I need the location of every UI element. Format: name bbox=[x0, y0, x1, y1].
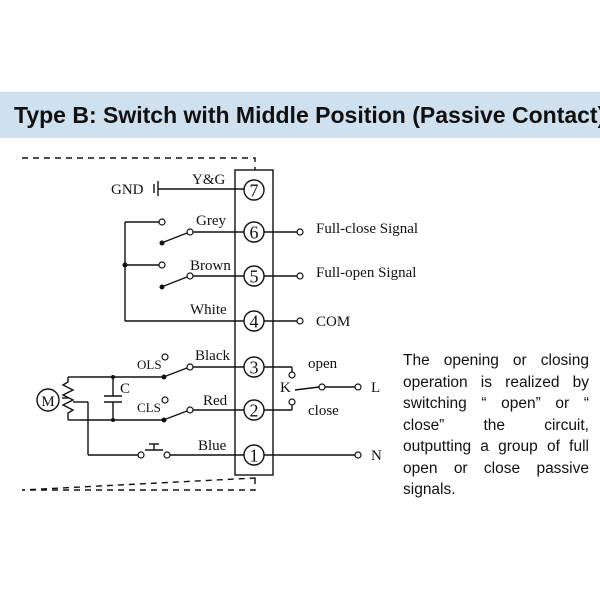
signal-switches: Grey Brown White bbox=[122, 213, 244, 322]
terminal-4: 4 bbox=[243, 310, 265, 332]
motor-icon bbox=[36, 388, 60, 412]
k-switch-label: K bbox=[280, 380, 291, 396]
terminal-2: 2 bbox=[243, 399, 265, 421]
terminal-6: 6 bbox=[243, 221, 265, 243]
wire-label-white: White bbox=[190, 302, 227, 318]
wire-label-black: Black bbox=[195, 348, 230, 364]
enclosure-outline bbox=[21, 157, 256, 491]
terminal-6-number: 6 bbox=[250, 223, 259, 243]
terminal-1: 1 bbox=[243, 444, 265, 466]
line-l-label: L bbox=[371, 380, 380, 396]
com-label: COM bbox=[316, 314, 350, 330]
wire-label-red: Red bbox=[203, 393, 228, 409]
terminal-1-number: 1 bbox=[250, 446, 259, 466]
signal-outputs: Full-close Signal Full-open Signal COM bbox=[264, 221, 418, 330]
terminal-block bbox=[234, 169, 274, 476]
diagram-title: Type B: Switch with Middle Position (Pas… bbox=[14, 102, 600, 128]
gnd-label: GND bbox=[111, 182, 144, 198]
title-banner: Type B: Switch with Middle Position (Pas… bbox=[0, 92, 600, 138]
terminal-3-number: 3 bbox=[250, 358, 259, 378]
terminal-7: 7 bbox=[243, 179, 265, 201]
open-label: open bbox=[308, 356, 338, 372]
terminal-3: 3 bbox=[243, 356, 265, 378]
control-switch-k: open close K L N bbox=[264, 356, 382, 464]
wire-label-brown: Brown bbox=[190, 258, 231, 274]
neutral-n-label: N bbox=[371, 448, 382, 464]
limit-switch-circuit: OLS Black CLS Red C M Blue bbox=[36, 348, 244, 459]
terminal-4-number: 4 bbox=[250, 312, 259, 332]
terminal-2-number: 2 bbox=[250, 401, 259, 421]
full-open-signal-label: Full-open Signal bbox=[316, 265, 416, 281]
capacitor-label: C bbox=[120, 381, 130, 397]
wire-label-grey: Grey bbox=[196, 213, 226, 229]
wire-label-yg: Y&G bbox=[192, 172, 226, 188]
terminal-7-number: 7 bbox=[250, 181, 259, 201]
ground-connection: GND Y&G bbox=[111, 172, 244, 198]
ols-label: OLS bbox=[137, 357, 162, 372]
close-label: close bbox=[308, 403, 339, 419]
full-close-signal-label: Full-close Signal bbox=[316, 221, 418, 237]
wire-label-blue: Blue bbox=[198, 438, 227, 454]
cls-label: CLS bbox=[137, 400, 161, 415]
motor-label: M bbox=[41, 394, 54, 410]
terminal-5: 5 bbox=[243, 265, 265, 287]
terminal-5-number: 5 bbox=[250, 267, 259, 287]
description-text: The opening or closing operation is real… bbox=[403, 352, 589, 498]
